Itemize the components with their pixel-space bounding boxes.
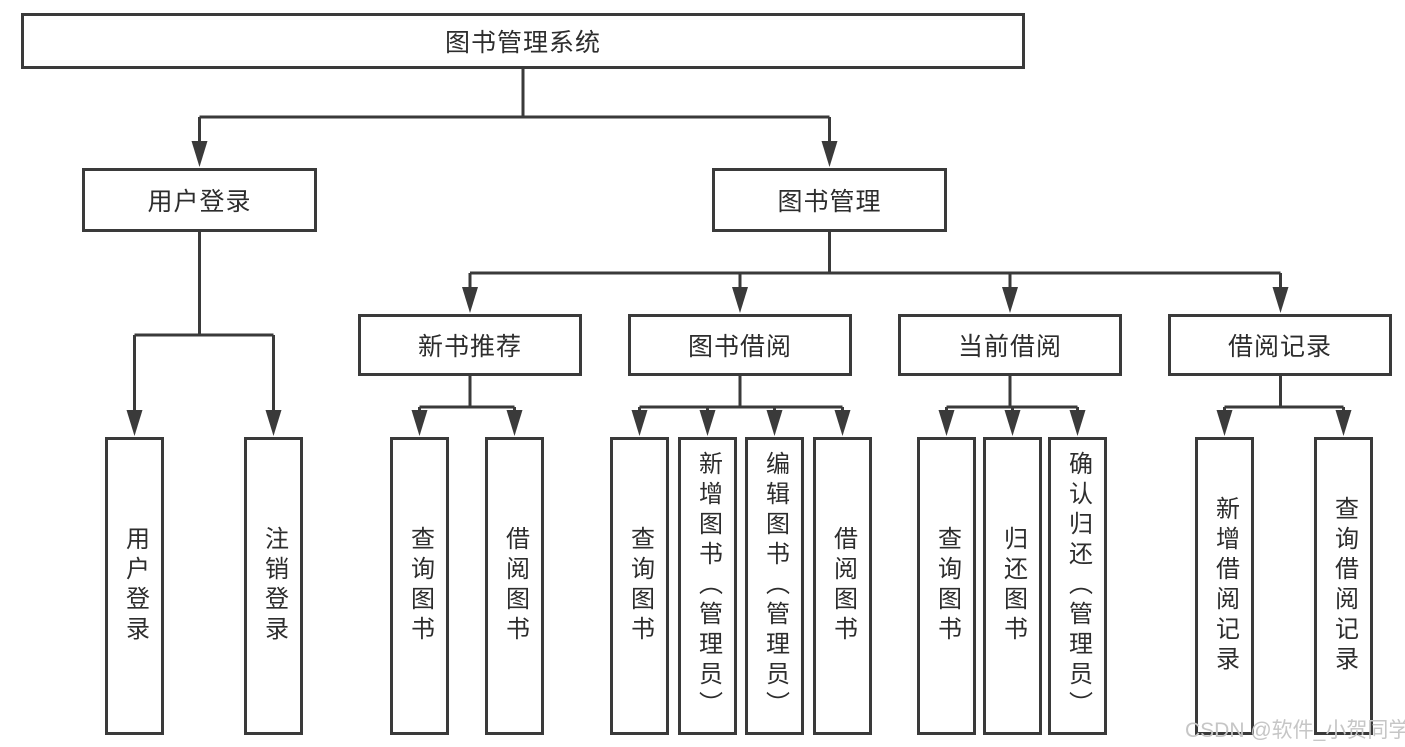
node-label: 用户登录 bbox=[121, 526, 149, 646]
node-label: 新增图书（管理员） bbox=[694, 451, 722, 721]
node-user-login: 用户登录 bbox=[82, 168, 317, 232]
node-label: 查询图书 bbox=[933, 526, 961, 646]
node-label: 借阅图书 bbox=[829, 526, 857, 646]
leaf-borrow-books: 借阅图书 bbox=[813, 437, 872, 735]
leaf-query-borrow-record: 查询借阅记录 bbox=[1314, 437, 1373, 735]
leaf-user-login: 用户登录 bbox=[105, 437, 164, 735]
node-label: 归还图书 bbox=[999, 526, 1027, 646]
node-book-management: 图书管理 bbox=[712, 168, 947, 232]
leaf-query-books-recommend: 查询图书 bbox=[390, 437, 449, 735]
node-library-management-system: 图书管理系统 bbox=[21, 13, 1025, 69]
leaf-query-books-current: 查询图书 bbox=[917, 437, 976, 735]
node-label: 借阅图书 bbox=[501, 526, 529, 646]
node-current-borrow: 当前借阅 bbox=[898, 314, 1122, 376]
node-label: 注销登录 bbox=[260, 526, 288, 646]
leaf-borrow-books-recommend: 借阅图书 bbox=[485, 437, 544, 735]
leaf-add-borrow-record: 新增借阅记录 bbox=[1195, 437, 1254, 735]
leaf-edit-book-admin: 编辑图书（管理员） bbox=[745, 437, 804, 735]
node-new-book-recommend: 新书推荐 bbox=[358, 314, 582, 376]
node-label: 查询图书 bbox=[406, 526, 434, 646]
node-label: 查询借阅记录 bbox=[1330, 496, 1358, 676]
leaf-return-books: 归还图书 bbox=[983, 437, 1042, 735]
leaf-add-book-admin: 新增图书（管理员） bbox=[678, 437, 737, 735]
node-label: 新增借阅记录 bbox=[1211, 496, 1239, 676]
leaf-confirm-return-admin: 确认归还（管理员） bbox=[1048, 437, 1107, 735]
node-label: 编辑图书（管理员） bbox=[761, 451, 789, 721]
leaf-query-books-borrow: 查询图书 bbox=[610, 437, 669, 735]
node-label: 确认归还（管理员） bbox=[1064, 451, 1092, 721]
csdn-watermark: CSDN @软件_小贺同学 bbox=[1185, 719, 1405, 742]
node-label: 查询图书 bbox=[626, 526, 654, 646]
leaf-logout-login: 注销登录 bbox=[244, 437, 303, 735]
node-book-borrow: 图书借阅 bbox=[628, 314, 852, 376]
node-borrow-records: 借阅记录 bbox=[1168, 314, 1392, 376]
